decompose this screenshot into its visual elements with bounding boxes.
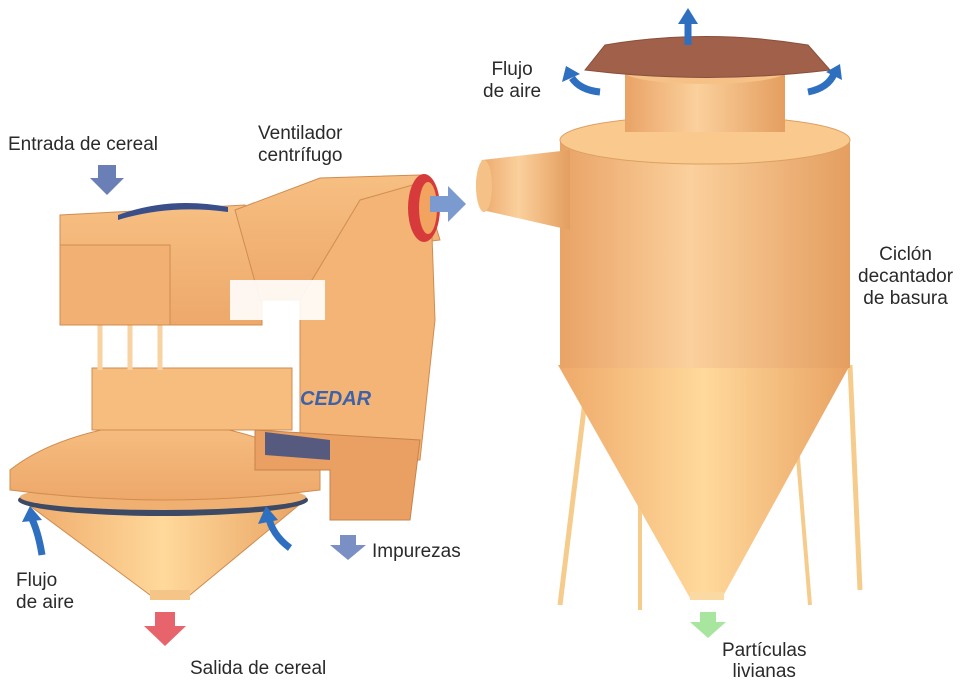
label-flujo-bottom-line1: Flujo — [16, 570, 74, 592]
brand-logo: CEDAR — [300, 388, 372, 410]
curved-arrow-icon — [808, 74, 834, 92]
label-particulas-line1: Partículas — [722, 640, 806, 661]
label-ciclon: Ciclón decantador de basura — [858, 244, 953, 310]
label-ventilador: Ventilador centrífugo — [258, 123, 343, 167]
arrow-down-icon — [144, 612, 186, 646]
curved-arrow-icon — [572, 78, 600, 92]
label-ciclon-line3: de basura — [858, 288, 953, 310]
label-impurezas: Impurezas — [372, 541, 461, 563]
label-ventilador-line1: Ventilador — [258, 123, 343, 145]
arrow-down-icon — [90, 165, 124, 195]
label-flujo-top-line1: Flujo — [483, 59, 541, 81]
cyclone-lid — [585, 37, 830, 78]
cyclone — [476, 37, 860, 611]
label-particulas: Partículas livianas — [722, 640, 806, 682]
label-salida-cereal: Salida de cereal — [190, 658, 326, 680]
arrow-down-icon — [330, 535, 366, 560]
label-ciclon-line2: decantador — [858, 266, 953, 288]
separator-machine: CEDAR — [10, 174, 440, 600]
label-flujo-aire-top: Flujo de aire — [483, 59, 541, 103]
label-particulas-line2: livianas — [722, 661, 806, 682]
label-flujo-top-line2: de aire — [483, 81, 541, 103]
label-flujo-aire-bottom: Flujo de aire — [16, 570, 74, 614]
cyclone-cylinder — [560, 138, 850, 368]
label-entrada-cereal: Entrada de cereal — [8, 134, 158, 156]
label-flujo-bottom-line2: de aire — [16, 592, 74, 614]
machine-middle-body — [92, 368, 292, 430]
label-ventilador-line2: centrífugo — [258, 145, 343, 167]
label-ciclon-line1: Ciclón — [858, 244, 953, 266]
arrow-down-icon — [690, 612, 726, 638]
